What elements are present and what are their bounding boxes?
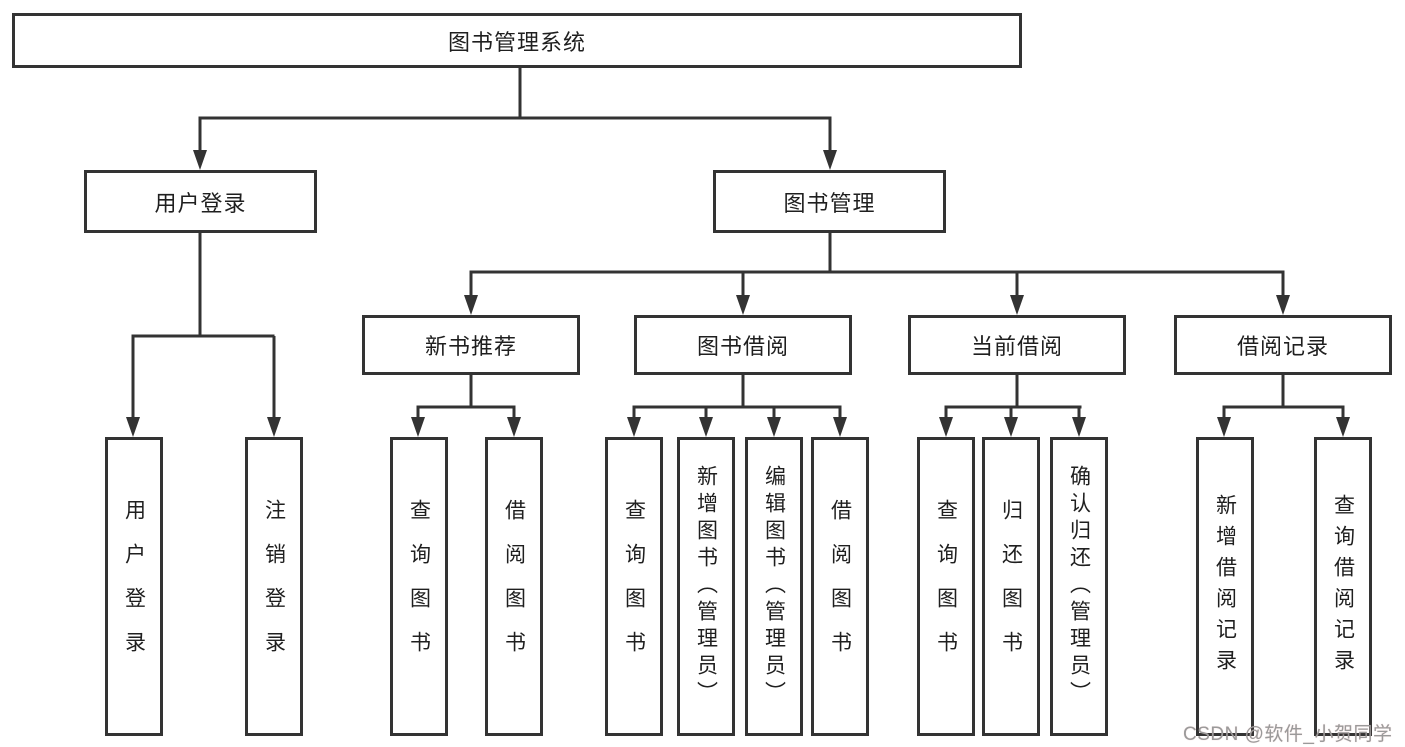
leaf-label: 借阅图书	[828, 498, 852, 675]
leaf-label: 用户登录	[122, 498, 146, 675]
leaf-label: 新增图书（管理员）	[694, 465, 718, 708]
leaf-label: 查询图书	[934, 498, 958, 675]
leaf-logout: 注销登录	[245, 437, 303, 736]
node-borrow-records: 借阅记录	[1174, 315, 1392, 375]
node-label: 当前借阅	[970, 334, 1063, 359]
leaf-edit-books-admin: 编辑图书（管理员）	[745, 437, 803, 736]
leaf-borrow-books: 借阅图书	[811, 437, 869, 736]
leaf-query-borrow-record: 查询借阅记录	[1314, 437, 1372, 736]
node-label: 用户登录	[154, 190, 247, 216]
arrowhead-icon	[1072, 417, 1086, 437]
arrowhead-icon	[699, 417, 713, 437]
node-book-borrow: 图书借阅	[634, 315, 852, 375]
leaf-confirm-return-admin: 确认归还（管理员）	[1050, 437, 1108, 736]
leaf-borrow-books-recommend: 借阅图书	[485, 437, 543, 736]
node-label: 图书管理	[783, 190, 876, 216]
node-user-login-branch: 用户登录	[84, 170, 317, 233]
leaf-return-books: 归还图书	[982, 437, 1040, 736]
leaf-label: 新增借阅记录	[1213, 493, 1237, 680]
arrowhead-icon	[267, 417, 281, 437]
csdn-watermark: CSDN @软件_小贺同学	[1183, 724, 1393, 745]
arrowhead-icon	[823, 150, 837, 170]
arrowhead-icon	[411, 417, 425, 437]
arrowhead-icon	[767, 417, 781, 437]
leaf-query-books-current: 查询图书	[917, 437, 975, 736]
arrowhead-icon	[507, 417, 521, 437]
arrowhead-icon	[1217, 417, 1231, 437]
leaf-label: 查询图书	[407, 498, 431, 675]
node-new-book-recommend: 新书推荐	[362, 315, 580, 375]
arrowhead-icon	[833, 417, 847, 437]
arrowhead-icon	[1276, 295, 1290, 315]
leaf-label: 归还图书	[999, 498, 1023, 675]
node-current-borrow: 当前借阅	[908, 315, 1126, 375]
node-label: 图书管理系统	[447, 29, 586, 55]
node-label: 新书推荐	[424, 334, 517, 359]
arrowhead-icon	[126, 417, 140, 437]
leaf-label: 借阅图书	[502, 498, 526, 675]
arrowhead-icon	[939, 417, 953, 437]
leaf-query-books-borrow: 查询图书	[605, 437, 663, 736]
node-label: 借阅记录	[1236, 334, 1329, 359]
leaf-label: 查询借阅记录	[1331, 493, 1355, 680]
node-label: 图书借阅	[696, 334, 789, 359]
leaf-query-books-recommend: 查询图书	[390, 437, 448, 736]
node-root-library-system: 图书管理系统	[12, 13, 1022, 68]
arrowhead-icon	[736, 295, 750, 315]
node-book-management-branch: 图书管理	[713, 170, 946, 233]
arrowhead-icon	[1010, 295, 1024, 315]
leaf-add-borrow-record: 新增借阅记录	[1196, 437, 1254, 736]
leaf-label: 确认归还（管理员）	[1067, 465, 1091, 708]
arrowhead-icon	[464, 295, 478, 315]
leaf-label: 查询图书	[622, 498, 646, 675]
arrowhead-icon	[193, 150, 207, 170]
arrowhead-icon	[627, 417, 641, 437]
leaf-label: 注销登录	[262, 498, 286, 675]
arrowhead-icon	[1336, 417, 1350, 437]
arrowhead-icon	[1004, 417, 1018, 437]
leaf-label: 编辑图书（管理员）	[762, 465, 786, 708]
leaf-user-login: 用户登录	[105, 437, 163, 736]
leaf-add-books-admin: 新增图书（管理员）	[677, 437, 735, 736]
